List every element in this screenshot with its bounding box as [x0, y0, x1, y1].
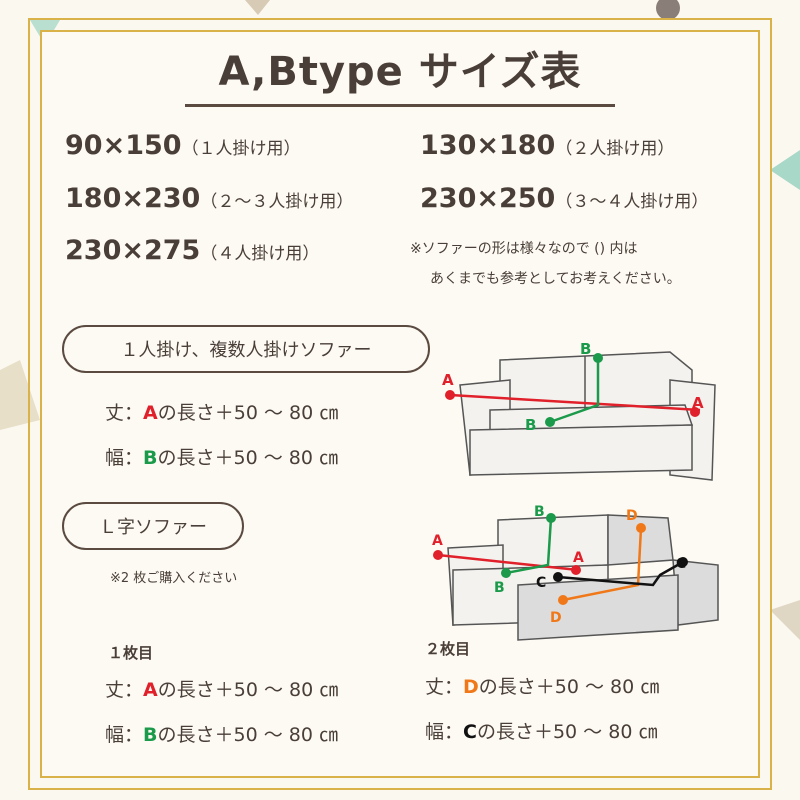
size-item: 180×230（２〜３人掛け用） — [65, 183, 353, 214]
spec-width: 幅：Bの長さ＋50 〜 80 ㎝ — [105, 443, 338, 470]
spec-prefix: 幅： — [425, 721, 464, 743]
title-underline — [185, 104, 615, 107]
label-a: A — [442, 371, 454, 389]
title-block: A,Btype サイズ表 — [185, 42, 615, 108]
spec-prefix: 幅： — [105, 447, 144, 469]
size-value: 90×150 — [65, 130, 182, 161]
size-item: 230×250（３〜４人掛け用） — [420, 183, 708, 214]
l-sofa-diagram: A A B B D D C C — [432, 504, 719, 641]
label-c: C — [536, 575, 546, 591]
spec-letter: B — [143, 447, 158, 469]
spec-suffix: の長さ＋50 〜 80 ㎝ — [157, 402, 339, 424]
spec-letter: A — [143, 679, 158, 701]
label-a: A — [692, 394, 704, 412]
spec-prefix: 丈： — [105, 679, 144, 701]
page-title: A,Btype サイズ表 — [218, 49, 582, 95]
label-b: B — [534, 504, 545, 520]
sheet-2-width: 幅：Cの長さ＋50 〜 80 ㎝ — [425, 717, 657, 744]
sheet-2-length: 丈：Dの長さ＋50 〜 80 ㎝ — [425, 672, 659, 699]
label-d: D — [626, 508, 638, 524]
size-value: 180×230 — [65, 183, 201, 214]
sheet-1-label: １枚目 — [108, 644, 154, 662]
size-capacity: （２人掛け用） — [555, 139, 675, 159]
sheet-1-length: 丈：Aの長さ＋50 〜 80 ㎝ — [105, 675, 338, 702]
section-heading-l-sofa: Ｌ字ソファー — [62, 502, 244, 550]
size-capacity: （４人掛け用） — [200, 244, 320, 264]
sheet-2-label: ２枚目 — [425, 640, 471, 658]
spec-letter: C — [463, 721, 477, 743]
label-b: B — [494, 580, 505, 596]
size-value: 130×180 — [420, 130, 556, 161]
section-heading-regular-sofa: １人掛け、複数人掛けソファー — [62, 325, 430, 373]
spec-letter: B — [143, 724, 158, 746]
purchase-notice: ※2 枚ご購入ください — [110, 571, 238, 586]
note-line-1: ※ソファーの形は様々なので () 内は — [410, 241, 638, 257]
note-line-2: あくまでも参考としてお考えください。 — [430, 271, 681, 287]
size-capacity: （１人掛け用） — [181, 139, 301, 159]
size-value: 230×250 — [420, 183, 556, 214]
label-a: A — [432, 533, 443, 549]
outer-frame — [28, 18, 772, 790]
size-item: 90×150（１人掛け用） — [65, 130, 301, 161]
label-b: B — [580, 340, 591, 358]
spec-suffix: の長さ＋50 〜 80 ㎝ — [157, 447, 338, 469]
spec-suffix: の長さ＋50 〜 80 ㎝ — [157, 724, 338, 746]
spec-letter: A — [143, 402, 158, 424]
spec-suffix: の長さ＋50 〜 80 ㎝ — [476, 721, 658, 743]
spec-suffix: の長さ＋50 〜 80 ㎝ — [157, 679, 339, 701]
spec-prefix: 丈： — [425, 676, 464, 698]
sheet-1-width: 幅：Bの長さ＋50 〜 80 ㎝ — [105, 720, 338, 747]
size-value: 230×275 — [65, 235, 201, 266]
spec-length: 丈：Aの長さ＋50 〜 80 ㎝ — [105, 398, 338, 425]
size-capacity: （３〜４人掛け用） — [555, 192, 709, 212]
size-item: 130×180（２人掛け用） — [420, 130, 674, 161]
spec-suffix: の長さ＋50 〜 80 ㎝ — [478, 676, 660, 698]
spec-letter: D — [463, 676, 479, 698]
label-a: A — [573, 550, 584, 566]
spec-prefix: 幅： — [105, 724, 144, 746]
spec-prefix: 丈： — [105, 402, 144, 424]
label-c: C — [676, 556, 686, 572]
sofa-diagram: A A B B — [442, 340, 716, 481]
label-b: B — [525, 416, 536, 434]
size-item: 230×275（４人掛け用） — [65, 235, 319, 266]
label-d: D — [550, 610, 562, 626]
size-capacity: （２〜３人掛け用） — [200, 192, 354, 212]
